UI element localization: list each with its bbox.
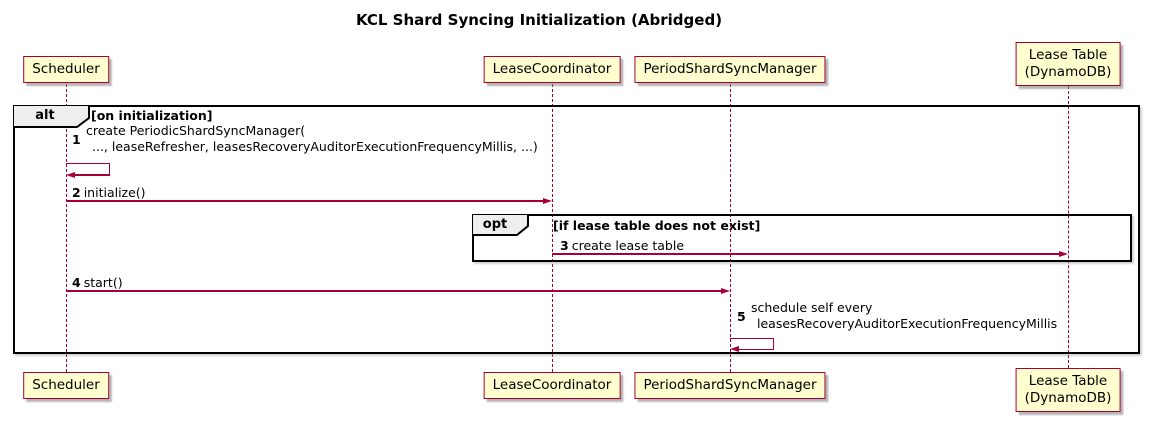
message-1-line2: ..., leaseRefresher, leasesRecoveryAudit… <box>92 139 538 154</box>
participant-lease-table-bottom: Lease Table (DynamoDB) <box>1015 368 1121 412</box>
participant-label: LeaseCoordinator <box>492 377 612 393</box>
participant-label: LeaseCoordinator <box>492 61 612 77</box>
opt-frame <box>472 214 1132 262</box>
message-5-label: schedule self every leasesRecoveryAudito… <box>751 300 1057 332</box>
message-1-self-arrow-side <box>108 163 110 176</box>
message-5-number: 5 <box>737 309 746 324</box>
message-1-arrowhead <box>66 171 75 178</box>
participant-period-shard-sync-manager-bottom: PeriodShardSyncManager <box>634 372 826 399</box>
alt-frame-operator-pentagon: alt <box>13 105 90 128</box>
lifeline-scheduler <box>65 84 67 372</box>
participant-label: Scheduler <box>32 61 100 77</box>
participant-label-line2: (DynamoDB) <box>1024 390 1112 406</box>
message-5-arrowhead <box>730 345 739 352</box>
message-4-arrow-line <box>66 290 722 292</box>
message-3-arrow-line <box>552 253 1059 255</box>
message-1-number: 1 <box>72 132 81 147</box>
opt-frame-operator-pentagon: opt <box>472 214 529 236</box>
participant-label: PeriodShardSyncManager <box>643 377 817 393</box>
opt-guard-label: [if lease table does not exist] <box>553 218 761 233</box>
lifeline-lease-coordinator <box>551 84 553 372</box>
message-3-arrowhead <box>1059 250 1068 257</box>
message-5-self-arrow-side <box>772 337 774 350</box>
message-4-arrowhead <box>721 287 730 294</box>
participant-label: Scheduler <box>32 377 100 393</box>
message-3-number: 3 <box>560 238 569 253</box>
diagram-title: KCL Shard Syncing Initialization (Abridg… <box>355 11 723 29</box>
participant-lease-table-top: Lease Table (DynamoDB) <box>1015 42 1121 86</box>
participant-label-line1: Lease Table <box>1028 373 1108 389</box>
participant-label: PeriodShardSyncManager <box>643 61 817 77</box>
opt-operator-label: opt <box>482 217 508 232</box>
message-2-arrowhead <box>543 197 552 204</box>
message-5-self-arrow-bottom <box>738 348 774 350</box>
message-5-line1: schedule self every <box>751 300 873 315</box>
lifeline-lease-table <box>1067 86 1069 368</box>
lifeline-period-shard-sync-manager <box>729 84 731 372</box>
message-3-text: create lease table <box>571 238 685 253</box>
message-1-self-arrow-bottom <box>74 174 110 176</box>
participant-label-line2: (DynamoDB) <box>1024 64 1112 80</box>
participant-scheduler-top: Scheduler <box>23 56 109 83</box>
message-5-self-arrow-top <box>730 337 774 339</box>
alt-guard-label: [on initialization] <box>91 108 213 123</box>
participant-lease-coordinator-bottom: LeaseCoordinator <box>483 372 621 399</box>
message-1-line1: create PeriodicShardSyncManager( <box>86 123 306 138</box>
message-1-label: create PeriodicShardSyncManager( ..., le… <box>86 123 538 155</box>
message-1-self-arrow-top <box>66 163 110 165</box>
message-2-arrow-line <box>66 200 544 202</box>
alt-frame <box>13 105 1140 354</box>
message-4-text: start() <box>83 275 123 290</box>
message-2-number: 2 <box>72 185 81 200</box>
participant-label-line1: Lease Table <box>1028 47 1108 63</box>
alt-operator-label: alt <box>35 108 55 123</box>
message-5-line2: leasesRecoveryAuditorExecutionFrequencyM… <box>757 316 1058 331</box>
participant-period-shard-sync-manager-top: PeriodShardSyncManager <box>634 56 826 83</box>
message-4-number: 4 <box>72 275 81 290</box>
pentagon-shape <box>13 105 90 128</box>
pentagon-shape <box>472 214 529 236</box>
participant-lease-coordinator-top: LeaseCoordinator <box>483 56 621 83</box>
participant-scheduler-bottom: Scheduler <box>23 372 109 399</box>
message-2-text: initialize() <box>83 185 146 200</box>
